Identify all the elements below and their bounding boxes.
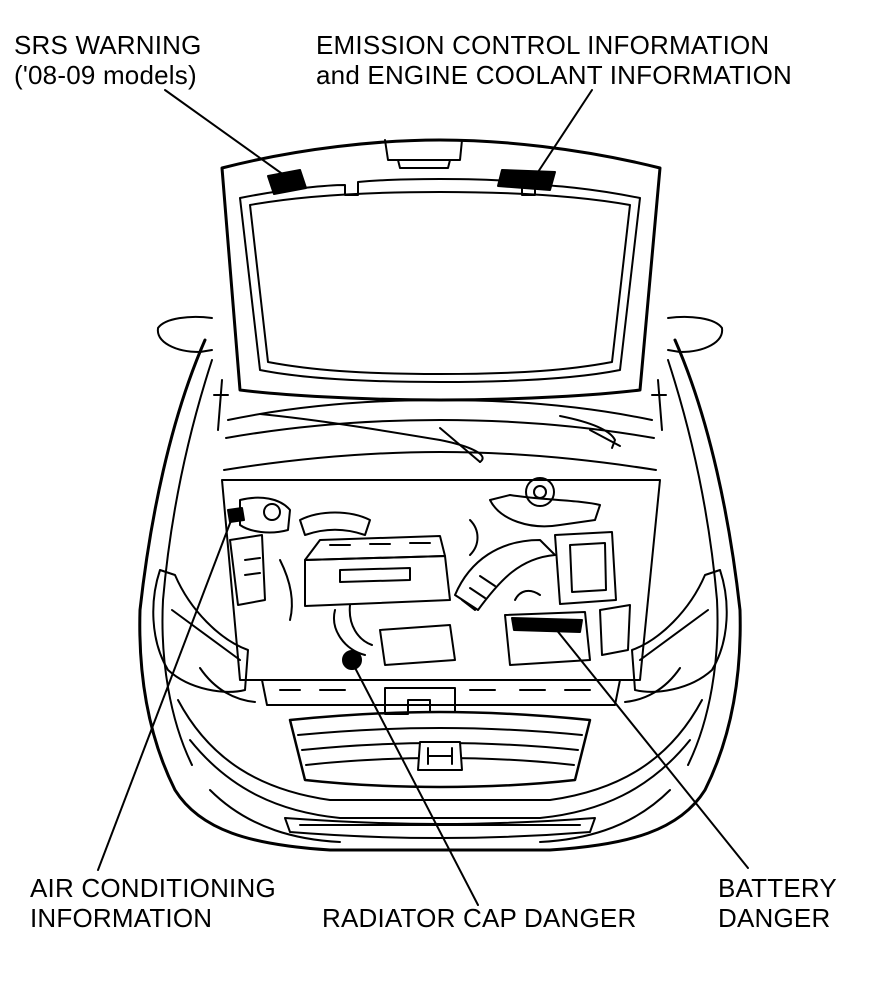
srs-callout-line2: ('08-09 models) — [14, 60, 197, 90]
cowl-and-wipers — [223, 399, 657, 471]
radiator-callout-line1: RADIATOR CAP DANGER — [322, 903, 637, 933]
emission-callout-line2: and ENGINE COOLANT INFORMATION — [316, 60, 793, 90]
hood-labels — [267, 169, 556, 195]
srs-leader-line — [164, 89, 289, 179]
leader-lines — [97, 89, 749, 906]
battery-callout-line2: DANGER — [718, 903, 831, 933]
battery-danger-callout: BATTERY DANGER — [718, 873, 837, 933]
ac-leader-line — [97, 517, 233, 871]
ac-callout-line1: AIR CONDITIONING — [30, 873, 276, 903]
battery-callout-line1: BATTERY — [718, 873, 837, 903]
ac-callout-line2: INFORMATION — [30, 903, 213, 933]
raised-hood — [213, 138, 667, 431]
battery-leader-line — [554, 627, 749, 869]
front-grille — [261, 679, 621, 839]
radiator-cap-callout: RADIATOR CAP DANGER — [322, 903, 636, 933]
emission-callout-line1: EMISSION CONTROL INFORMATION — [316, 30, 770, 60]
engine-bay — [221, 477, 661, 681]
emission-control-callout: EMISSION CONTROL INFORMATION and ENGINE … — [316, 30, 792, 90]
air-conditioning-callout: AIR CONDITIONING INFORMATION — [30, 873, 276, 933]
side-mirrors — [156, 315, 724, 353]
radiator-leader-line — [351, 661, 479, 906]
emission-leader-line — [537, 89, 593, 173]
car-body-outline — [138, 338, 742, 852]
headlights — [152, 569, 728, 703]
srs-callout-line1: SRS WARNING — [14, 30, 202, 60]
srs-warning-callout: SRS WARNING ('08-09 models) — [14, 30, 202, 90]
